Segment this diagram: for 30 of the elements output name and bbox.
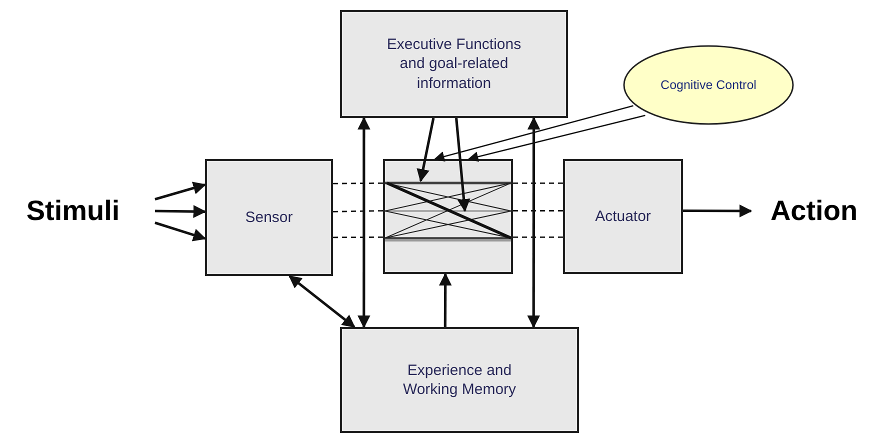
arrow xyxy=(527,116,540,328)
node-label: Sensor xyxy=(244,208,294,228)
label-text: Stimuli xyxy=(25,195,121,227)
arrow xyxy=(434,105,634,162)
arrow xyxy=(288,274,356,328)
label-text: Action xyxy=(769,195,859,227)
node-label: Cognitive Control xyxy=(660,78,758,92)
arrow xyxy=(438,272,452,327)
node-label: Experience and Working Memory xyxy=(402,360,518,400)
arrow xyxy=(154,222,206,242)
dashed-line xyxy=(333,182,383,184)
process-box xyxy=(205,159,333,276)
arrow xyxy=(468,114,646,162)
dashed-line xyxy=(333,236,383,238)
switch-box xyxy=(383,159,513,274)
dashed-line xyxy=(513,182,563,184)
process-box xyxy=(563,159,683,274)
arrow xyxy=(357,116,370,328)
node-label: Executive Functions and goal-related information xyxy=(386,34,522,94)
dashed-line xyxy=(332,210,384,212)
arrow xyxy=(154,205,206,218)
arrow xyxy=(416,118,435,182)
dashed-line xyxy=(513,236,563,238)
node-label: Actuator xyxy=(594,206,652,226)
arrow xyxy=(454,118,470,212)
process-box xyxy=(340,327,579,433)
arrow xyxy=(683,204,752,218)
arrow xyxy=(154,182,206,200)
dashed-line xyxy=(513,210,563,212)
process-box xyxy=(340,10,568,118)
